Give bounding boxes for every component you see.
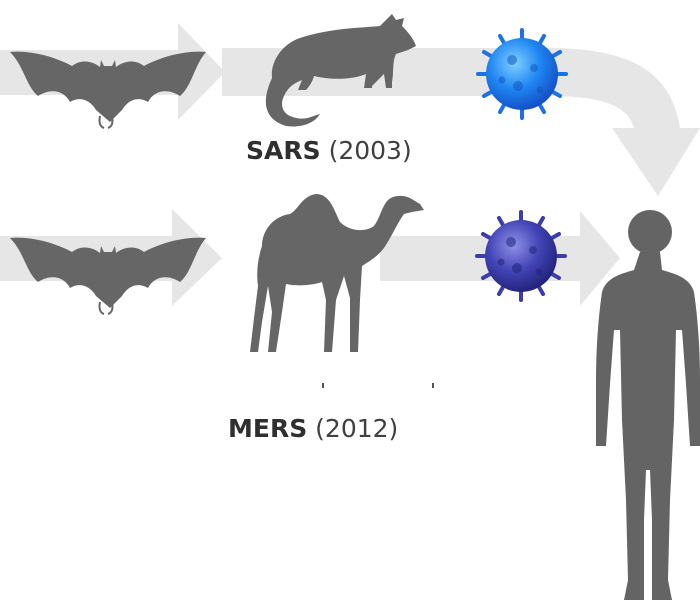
sars-label: SARS (2003) bbox=[246, 136, 412, 165]
bat-icon bbox=[10, 237, 206, 315]
bat-icon bbox=[10, 51, 206, 129]
sars-civet-curved-arrow bbox=[222, 48, 700, 196]
mers-year: (2012) bbox=[315, 414, 399, 443]
virus-icon bbox=[475, 210, 567, 302]
sars-year: (2003) bbox=[328, 136, 412, 165]
human-icon bbox=[596, 210, 700, 600]
camel-icon bbox=[250, 194, 424, 352]
sars-name: SARS bbox=[246, 136, 321, 165]
mers-name: MERS bbox=[228, 414, 308, 443]
virus-icon bbox=[476, 28, 568, 120]
divider-ticks bbox=[322, 383, 434, 388]
mers-label: MERS (2012) bbox=[228, 414, 398, 443]
civet-icon bbox=[265, 14, 416, 127]
